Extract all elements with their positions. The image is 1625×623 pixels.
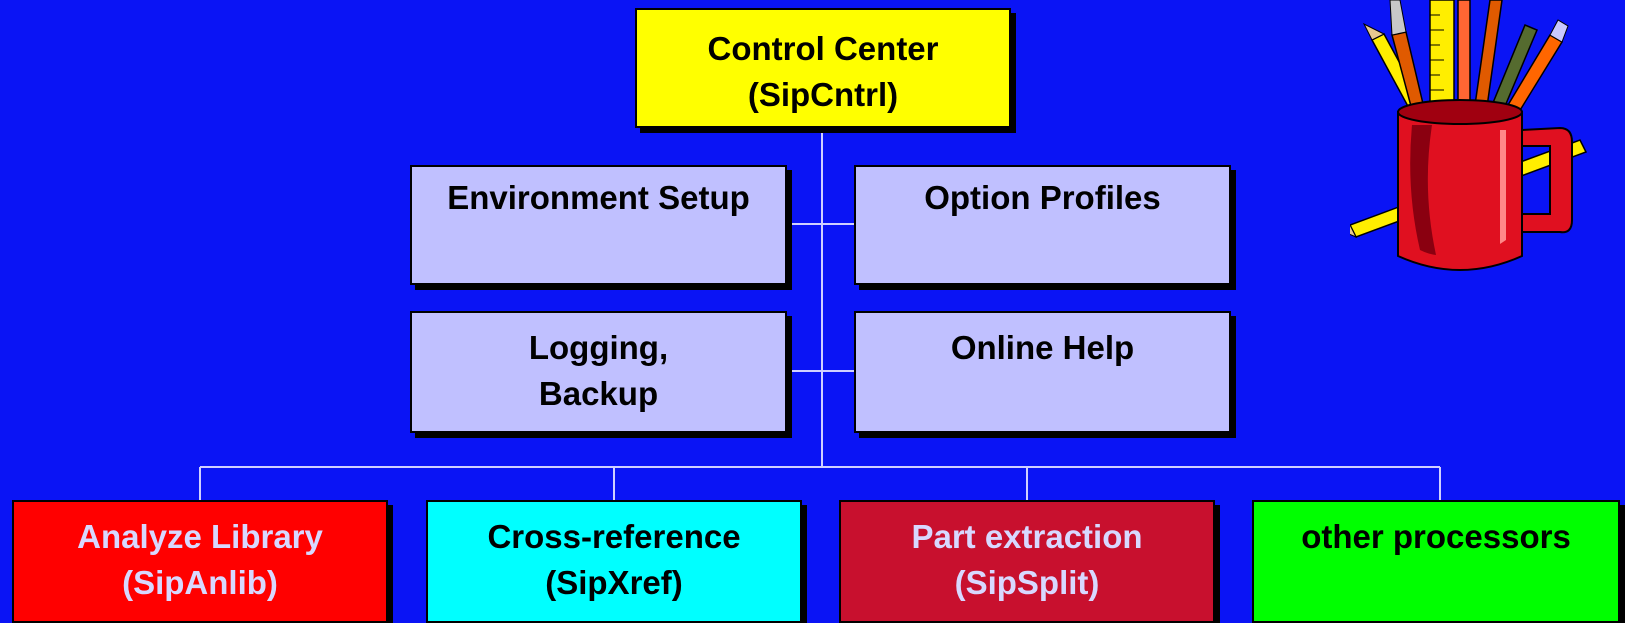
cross-reference-box: Cross-reference (SipXref) xyxy=(426,500,802,623)
pencil-cup-icon xyxy=(1350,0,1588,271)
cross-reference-label: Cross-reference xyxy=(487,518,741,555)
part-extraction-label: Part extraction xyxy=(911,518,1143,555)
part-extraction-id: (SipSplit) xyxy=(954,564,1100,601)
logging-backup-box: Logging, Backup xyxy=(410,311,787,433)
control-center-id: (SipCntrl) xyxy=(747,76,899,113)
analyze-library-id: (SipAnlib) xyxy=(122,564,278,601)
analyze-library-box: Analyze Library (SipAnlib) xyxy=(12,500,388,623)
control-center-title: Control Center xyxy=(707,30,939,67)
option-profiles-box: Option Profiles xyxy=(854,165,1231,285)
other-processors-box: other processors xyxy=(1252,500,1620,623)
cross-reference-id: (SipXref) xyxy=(545,564,683,601)
analyze-library-label: Analyze Library xyxy=(77,518,323,555)
environment-setup-box: Environment Setup xyxy=(410,165,787,285)
online-help-label: Online Help xyxy=(950,329,1135,366)
part-extraction-box: Part extraction (SipSplit) xyxy=(839,500,1215,623)
other-processors-label: other processors xyxy=(1301,518,1571,555)
online-help-box: Online Help xyxy=(854,311,1231,433)
environment-setup-label: Environment Setup xyxy=(447,179,750,216)
logging-label: Logging, xyxy=(528,329,669,366)
backup-label: Backup xyxy=(538,375,659,412)
option-profiles-label: Option Profiles xyxy=(924,179,1161,216)
control-center-box: Control Center (SipCntrl) xyxy=(635,8,1011,128)
